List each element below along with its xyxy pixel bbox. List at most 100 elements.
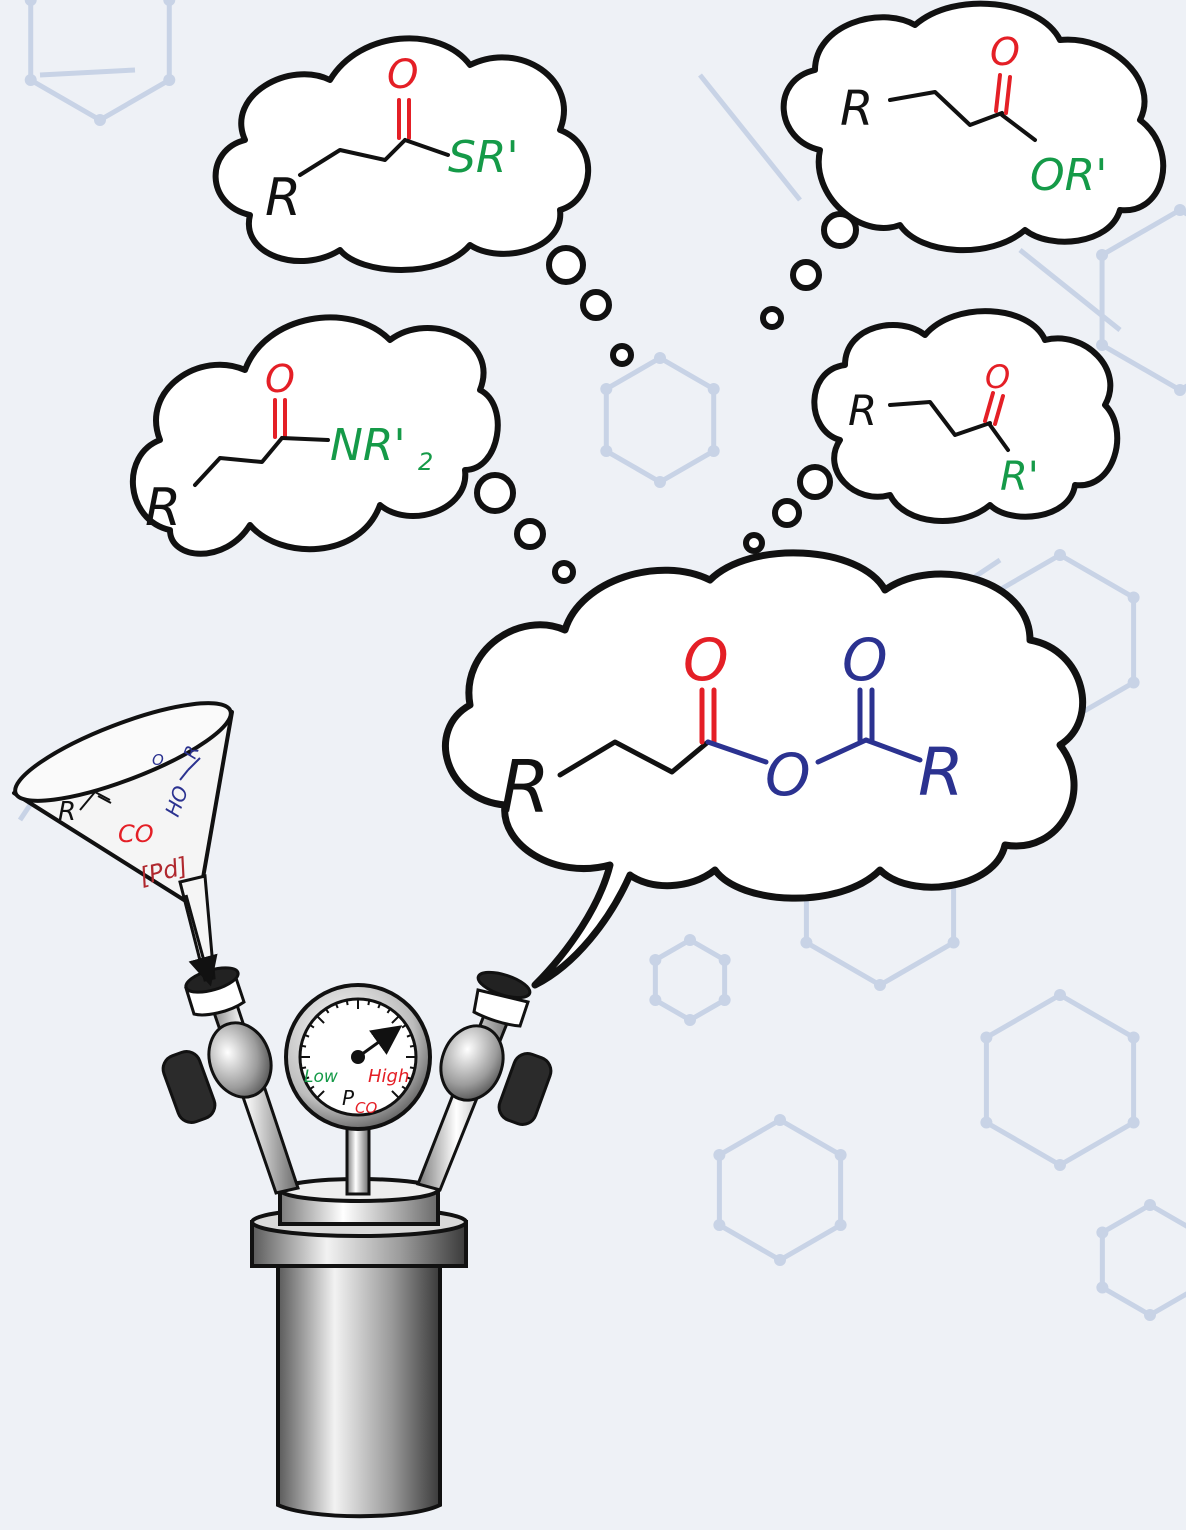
gauge-tick [316, 1090, 325, 1099]
thought-bubble-icon [811, 308, 1121, 524]
anhydride-bridge-oxygen-label: O [765, 741, 811, 809]
background-bond [39, 67, 136, 78]
gauge-tick [409, 1066, 416, 1070]
background-atom [1144, 1199, 1156, 1211]
background-atom [947, 936, 960, 949]
background-atom [800, 936, 813, 949]
gauge-tick [367, 999, 371, 1006]
background-hexagon [603, 355, 717, 485]
thought-trail-ester [760, 211, 859, 330]
gauge-p-subscript: CO [355, 1099, 377, 1117]
thought-bubble-icon [129, 314, 501, 557]
background-atom [713, 1149, 726, 1161]
thioester-oxygen-label: O [387, 52, 418, 98]
ketone-r-label: R [848, 386, 877, 435]
speech-bubble-anhydride: R O O O R [442, 549, 1086, 989]
background-atom [1054, 1159, 1066, 1171]
gauge-tick [406, 1033, 412, 1038]
background-bond [698, 73, 802, 202]
background-hexagon [652, 937, 728, 1023]
background-atom [834, 1219, 847, 1231]
background-atom [649, 954, 662, 966]
gauge-low-label: Low [304, 1067, 338, 1087]
ester-oxygen-label: O [990, 30, 1020, 74]
background-atom [654, 476, 666, 488]
thought-bubble-ketone: R O R' [811, 308, 1121, 524]
gauge-tick [386, 1008, 392, 1014]
left-inlet-arm [161, 966, 300, 1195]
speech-bubble-icon [442, 549, 1086, 989]
valve-icon [497, 1052, 553, 1126]
thought-trail-ketone [743, 464, 833, 554]
gauge-tick [316, 1015, 325, 1024]
background-atom [649, 994, 662, 1006]
anhydride-second-oxygen-label: O [842, 626, 888, 694]
right-outlet-arm [415, 970, 553, 1192]
background-hexagon [716, 1117, 844, 1263]
gauge-tick [309, 1085, 315, 1091]
ketone-group-label: R' [1000, 454, 1039, 500]
gauge-tick [300, 1044, 307, 1048]
background-atom [1054, 989, 1066, 1001]
anhydride-carbonyl-oxygen-label: O [683, 626, 729, 694]
background-atom [774, 1254, 786, 1266]
background-atom [980, 1031, 993, 1044]
background-atom [834, 1149, 847, 1161]
thought-bubble-ester: R O OR' [780, 0, 1167, 254]
gauge-tick [377, 1003, 382, 1009]
thioester-group-label: SR' [448, 132, 519, 183]
anhydride-second-r-label: R [918, 734, 964, 811]
background-hexagon [983, 992, 1137, 1168]
amide-r-label: R [145, 478, 181, 538]
thought-bubble-thioester: R O SR' [212, 35, 592, 273]
background-atom [1096, 249, 1109, 261]
background-atom [24, 74, 37, 86]
background-atom [1174, 384, 1186, 396]
background-atom [1127, 591, 1140, 604]
thought-bubble-icon [212, 35, 592, 273]
background-atom [1096, 1281, 1109, 1294]
background-hexagon [1099, 207, 1186, 393]
background-atom [1127, 1031, 1140, 1044]
anhydride-r-label: R [500, 745, 550, 829]
gauge-tick [401, 1023, 407, 1029]
background-bond [1018, 248, 1122, 332]
background-atom [707, 383, 720, 395]
ester-group-label: OR' [1030, 150, 1107, 201]
background-atom [163, 74, 176, 86]
background-atom [713, 1219, 726, 1231]
background-atom [1174, 204, 1186, 216]
background-hexagon [1099, 1202, 1186, 1318]
funnel-acid-o-label: O [152, 751, 164, 769]
background-atom [718, 994, 731, 1006]
ketone-oxygen-label: O [985, 358, 1010, 396]
gauge-tick [304, 1033, 310, 1038]
background-atom [980, 1116, 993, 1129]
funnel-alkene-r-label: R [58, 797, 76, 827]
background-atom [774, 1114, 786, 1126]
gauge-tick [391, 1090, 400, 1099]
ester-r-label: R [840, 81, 873, 137]
background-atom [1127, 1116, 1140, 1129]
background-atom [684, 1014, 696, 1026]
background-atom [163, 0, 176, 6]
thioester-r-label: R [265, 168, 301, 228]
thought-trail-thioester [546, 245, 634, 367]
background-atom [874, 979, 886, 991]
background-atom [24, 0, 37, 6]
background-atom [654, 352, 666, 364]
gauge-tick [401, 1085, 407, 1091]
funnel-icon: R CO HO O R [Pd] [12, 701, 234, 987]
thought-bubble-icon [780, 0, 1167, 254]
amide-group-label: NR' [330, 420, 406, 471]
background-atom [600, 383, 613, 395]
valve-icon [161, 1050, 217, 1124]
gauge-tick [391, 1015, 400, 1024]
gauge-p-label: P [342, 1086, 355, 1110]
gauge-tick [300, 1066, 307, 1070]
thought-trail-amide [474, 472, 576, 584]
gauge-tick [345, 999, 349, 1006]
amide-subscript-label: 2 [418, 448, 433, 476]
